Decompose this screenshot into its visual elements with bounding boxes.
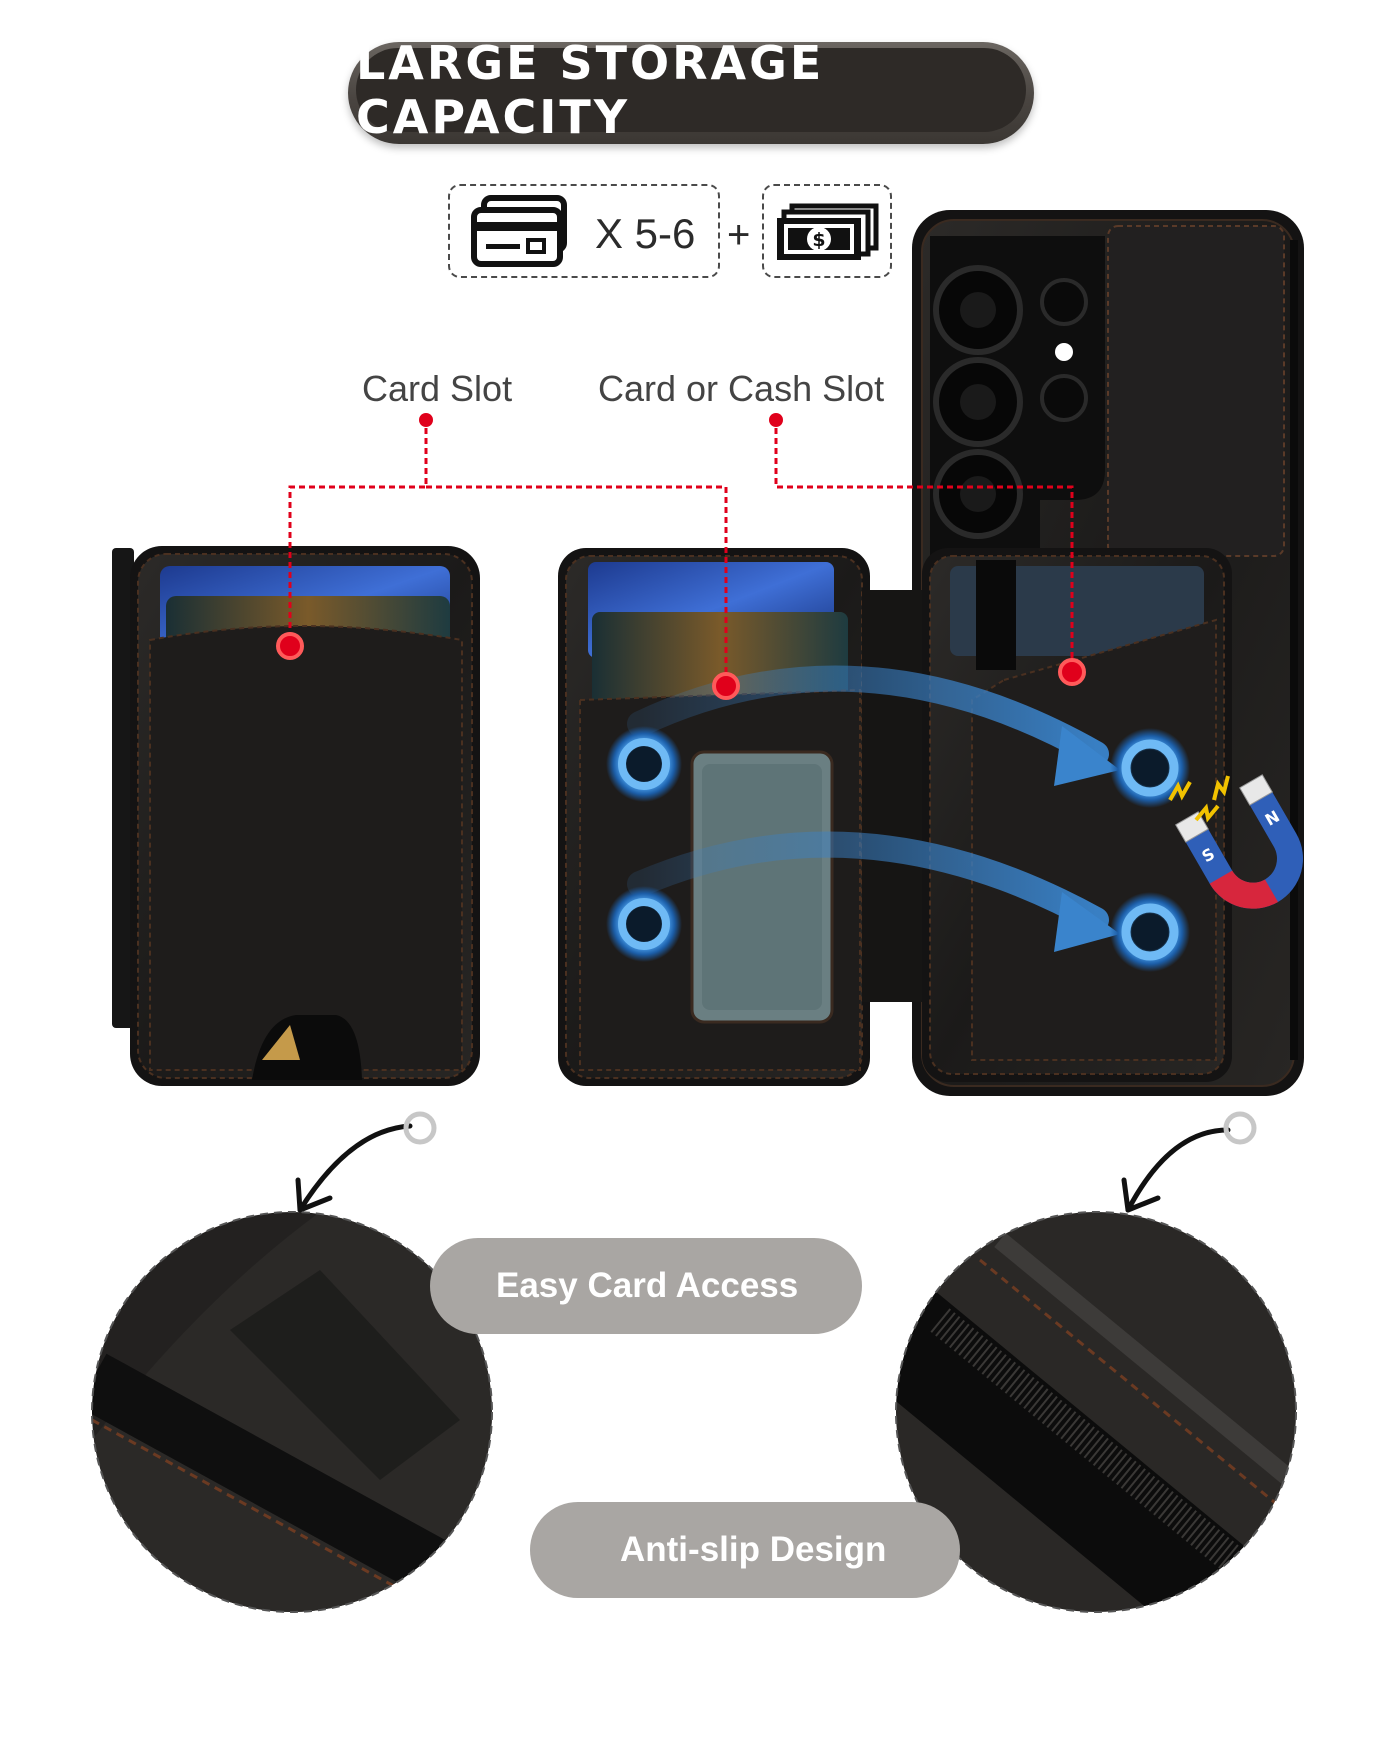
- magnet-rings: [606, 726, 1190, 972]
- callout-dots: [276, 413, 1086, 700]
- curved-arrow-right: [1121, 1127, 1231, 1213]
- magnet-icon: S N: [1175, 774, 1303, 909]
- zoom-circle-easy-access: [92, 1212, 492, 1612]
- callout-lines: [288, 418, 1074, 685]
- card-count: X 5-6: [595, 210, 696, 257]
- closed-wallet: [112, 546, 480, 1086]
- plus-sign: +: [727, 213, 751, 257]
- svg-text:$: $: [812, 229, 825, 251]
- card-slot-label: Card Slot: [362, 368, 513, 409]
- card-or-cash-slot-label: Card or Cash Slot: [598, 368, 885, 409]
- page-title: LARGE STORAGE CAPACITY: [356, 36, 825, 144]
- magnetic-arrows: [627, 665, 1120, 952]
- anti-slip-label: Anti-slip Design: [620, 1530, 887, 1569]
- cash-stack-icon: $: [774, 202, 882, 264]
- cards-capacity-box: [448, 184, 720, 278]
- easy-card-access-badge: Easy Card Access: [430, 1238, 862, 1334]
- credit-card-icon: [470, 194, 570, 268]
- title-banner: LARGE STORAGE CAPACITY: [348, 36, 1034, 144]
- cash-capacity-box: [762, 184, 892, 278]
- anti-slip-badge: Anti-slip Design: [530, 1502, 960, 1598]
- easy-card-access-label: Easy Card Access: [496, 1266, 799, 1305]
- open-wallet: [558, 548, 1232, 1086]
- magnet-spark-icon: [1168, 775, 1230, 823]
- zoom-circle-anti-slip: [896, 1212, 1296, 1612]
- curved-arrow-left: [295, 1123, 413, 1213]
